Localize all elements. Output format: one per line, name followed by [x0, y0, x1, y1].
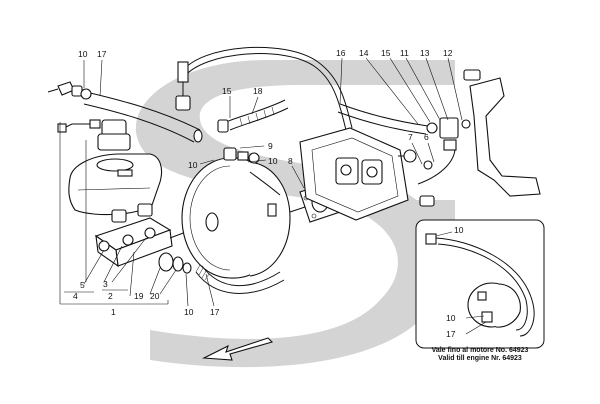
callout-10: 10: [454, 225, 464, 235]
corrugated-hose-18: [217, 99, 289, 133]
callout-5: 5: [80, 280, 85, 290]
leader-lines: [59, 57, 487, 335]
callout-19: 19: [134, 291, 144, 301]
callout-12: 12: [443, 48, 453, 58]
brake-pedal: [463, 69, 541, 197]
callout-15: 15: [222, 86, 232, 96]
callout-14: 14: [359, 48, 369, 58]
callout-10: 10: [268, 156, 278, 166]
callout-17: 17: [210, 307, 220, 317]
callout-17: 17: [446, 329, 456, 339]
callout-10: 10: [184, 307, 194, 317]
callout-1: 1: [111, 307, 116, 317]
callout-9: 9: [268, 141, 273, 151]
callout-labels: 10 17 15 18 16 14 15 11 13 12 7 6 9 10 1…: [73, 48, 464, 339]
vacuum-pipe-top: [175, 46, 353, 131]
callout-6: 6: [424, 132, 429, 142]
callout-10: 10: [188, 160, 198, 170]
master-cylinder: [94, 203, 187, 268]
callout-16: 16: [336, 48, 346, 58]
forward-arrow: [201, 337, 274, 361]
pedal-box-bracket: [299, 127, 417, 221]
connector-left: [47, 81, 92, 100]
callout-4: 4: [73, 291, 78, 301]
callout-17: 17: [97, 49, 107, 59]
inset-note: Vale fino al motore No. 64923 Valid till…: [432, 347, 529, 362]
callout-2: 2: [108, 291, 113, 301]
middle-fittings: [223, 147, 260, 164]
inset-panel: [415, 219, 545, 349]
callout-11: 11: [400, 48, 409, 58]
callout-15: 15: [381, 48, 391, 58]
callout-8: 8: [288, 156, 293, 166]
inset-note-line1: Vale fino al motore No. 64923: [432, 347, 529, 354]
hose-upper-left: [83, 91, 203, 143]
fluid-reservoir: [68, 153, 163, 216]
brake-booster: [181, 157, 309, 279]
right-hose-fittings: [337, 103, 471, 207]
callout-13: 13: [420, 48, 430, 58]
callout-7: 7: [408, 132, 413, 142]
reservoir-cap: [57, 119, 131, 151]
callout-3: 3: [103, 279, 108, 289]
callout-20: 20: [150, 291, 160, 301]
seal-rings: [158, 252, 192, 274]
callout-10: 10: [446, 313, 456, 323]
callout-10: 10: [78, 49, 88, 59]
inset-note-line2: Valid till engine Nr. 64923: [438, 355, 522, 362]
callout-18: 18: [253, 86, 263, 96]
